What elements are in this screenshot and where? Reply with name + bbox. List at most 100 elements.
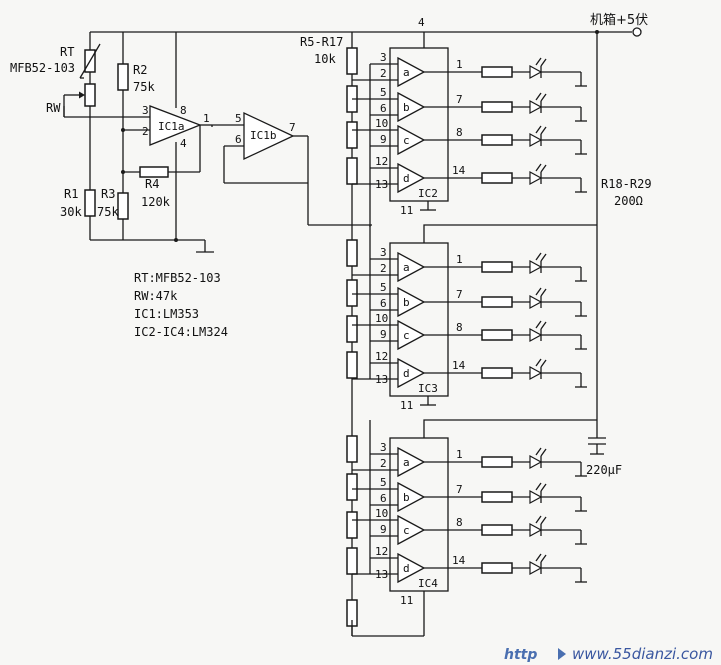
potentiometer-rw — [84, 83, 96, 107]
ic4-gnd-pin: 11 — [400, 594, 413, 607]
pin-out: 14 — [452, 554, 466, 567]
pin-out: 1 — [456, 58, 463, 71]
ladder-resistor — [346, 121, 358, 149]
comparator-letter: b — [403, 491, 410, 504]
r1-value: 30k — [60, 205, 82, 219]
ladder-resistor — [346, 157, 358, 185]
pin-minus: 13 — [375, 373, 388, 386]
ic4-block: IC4 11 a 3 2 1 — [351, 419, 597, 637]
r3-value: 75k — [97, 205, 119, 219]
resistor-r4 — [139, 166, 169, 178]
rt-part-label: MFB52-103 — [10, 61, 75, 75]
ladder-resistor — [346, 547, 358, 575]
input-section — [63, 32, 372, 253]
note-line: IC1:LM353 — [134, 307, 199, 321]
comparator-letter: c — [403, 329, 410, 342]
pin-minus: 6 — [380, 492, 387, 505]
r4-label: R4 — [145, 177, 159, 191]
note-line: RT:MFB52-103 — [134, 271, 221, 285]
pin-plus: 12 — [375, 350, 388, 363]
comparator-d: d 12 13 14 — [352, 350, 587, 389]
comparator-letter: b — [403, 296, 410, 309]
pin-minus: 2 — [380, 457, 387, 470]
pin-minus: 2 — [380, 262, 387, 275]
pin-out: 7 — [456, 288, 463, 301]
r2-label: R2 — [133, 63, 147, 77]
ic3-gnd-pin: 11 — [400, 399, 413, 412]
ic1a-label: IC1a — [158, 120, 185, 133]
comparator-d: d 12 13 14 — [352, 155, 587, 194]
pin-plus: 5 — [380, 86, 387, 99]
comparator-c: c 10 9 8 — [352, 312, 587, 351]
watermark: http www.55dianzi.com — [504, 645, 713, 663]
pin-minus: 13 — [375, 568, 388, 581]
r4-value: 120k — [141, 195, 171, 209]
ic1b-pin-plus: 5 — [235, 112, 242, 125]
capacitor-label: 220μF — [586, 463, 622, 477]
pin-plus: 3 — [380, 51, 387, 64]
ic2-block: IC2 4 11 a 3 2 1 — [352, 16, 587, 227]
comparator-c: c 10 9 8 — [352, 507, 587, 546]
comparator-letter: a — [403, 66, 410, 79]
note-line: IC2-IC4:LM324 — [134, 325, 228, 339]
ic4-label: IC4 — [418, 577, 438, 590]
opamp-ic1b — [243, 111, 295, 161]
pin-out: 8 — [456, 321, 463, 334]
ladder-resistor — [346, 351, 358, 379]
ladder-resistor — [346, 279, 358, 307]
ic1a-pin-plus: 3 — [142, 104, 149, 117]
pin-minus: 9 — [380, 328, 387, 341]
resistor-r2 — [117, 63, 129, 91]
ic1a-pin-minus: 2 — [142, 125, 149, 138]
pin-plus: 5 — [380, 281, 387, 294]
comparator-letter: d — [403, 367, 410, 380]
r3-label: R3 — [101, 187, 115, 201]
pin-minus: 6 — [380, 102, 387, 115]
comparator-a: a 3 2 1 — [352, 51, 587, 88]
pin-plus: 3 — [380, 246, 387, 259]
r5-r17-label: R5-R17 — [300, 35, 343, 49]
resistor-r1 — [84, 189, 96, 217]
ic2-vcc-pin: 4 — [418, 16, 425, 29]
ic1a-pin-vcc: 8 — [180, 104, 187, 117]
watermark-left: http — [504, 647, 537, 663]
r18-r29-value: 200Ω — [614, 194, 643, 208]
comparator-d: d 12 13 14 — [352, 545, 587, 584]
comparator-letter: d — [403, 562, 410, 575]
comparator-letter: a — [403, 456, 410, 469]
ic3-package — [389, 242, 449, 397]
component-notes: RT:MFB52-103 RW:47k IC1:LM353 IC2-IC4:LM… — [134, 271, 228, 339]
pin-out: 14 — [452, 359, 466, 372]
ic2-package — [389, 47, 449, 202]
pin-minus: 9 — [380, 133, 387, 146]
pin-plus: 12 — [375, 155, 388, 168]
power-rail — [90, 27, 642, 37]
pin-plus: 12 — [375, 545, 388, 558]
pin-out: 8 — [456, 126, 463, 139]
ic4-package — [389, 437, 449, 592]
comparator-a: a 3 2 1 — [352, 441, 587, 478]
opamp-ic1a — [149, 105, 202, 146]
pin-minus: 9 — [380, 523, 387, 536]
comparator-letter: c — [403, 134, 410, 147]
ic3-block: IC3 11 a 3 2 1 — [352, 224, 597, 412]
ic2-gnd-pin: 11 — [400, 204, 413, 217]
pin-out: 8 — [456, 516, 463, 529]
watermark-right: www.55dianzi.com — [572, 645, 713, 663]
pin-out: 1 — [456, 448, 463, 461]
ladder-resistor — [346, 511, 358, 539]
r2-value: 75k — [133, 80, 155, 94]
comparator-a: a 3 2 1 — [352, 246, 587, 283]
pin-plus: 3 — [380, 441, 387, 454]
ic1a-pin-gnd: 4 — [180, 137, 187, 150]
pin-plus: 5 — [380, 476, 387, 489]
ic1a-pin-out: 1 — [203, 112, 210, 125]
ladder-resistor — [346, 239, 358, 267]
ic1b-label: IC1b — [250, 129, 277, 142]
ladder-resistor — [346, 473, 358, 501]
pin-minus: 6 — [380, 297, 387, 310]
pin-plus: 10 — [375, 117, 388, 130]
pin-minus: 2 — [380, 67, 387, 80]
rt-label: RT — [60, 45, 74, 59]
comparator-b: b 5 6 7 — [352, 281, 587, 318]
